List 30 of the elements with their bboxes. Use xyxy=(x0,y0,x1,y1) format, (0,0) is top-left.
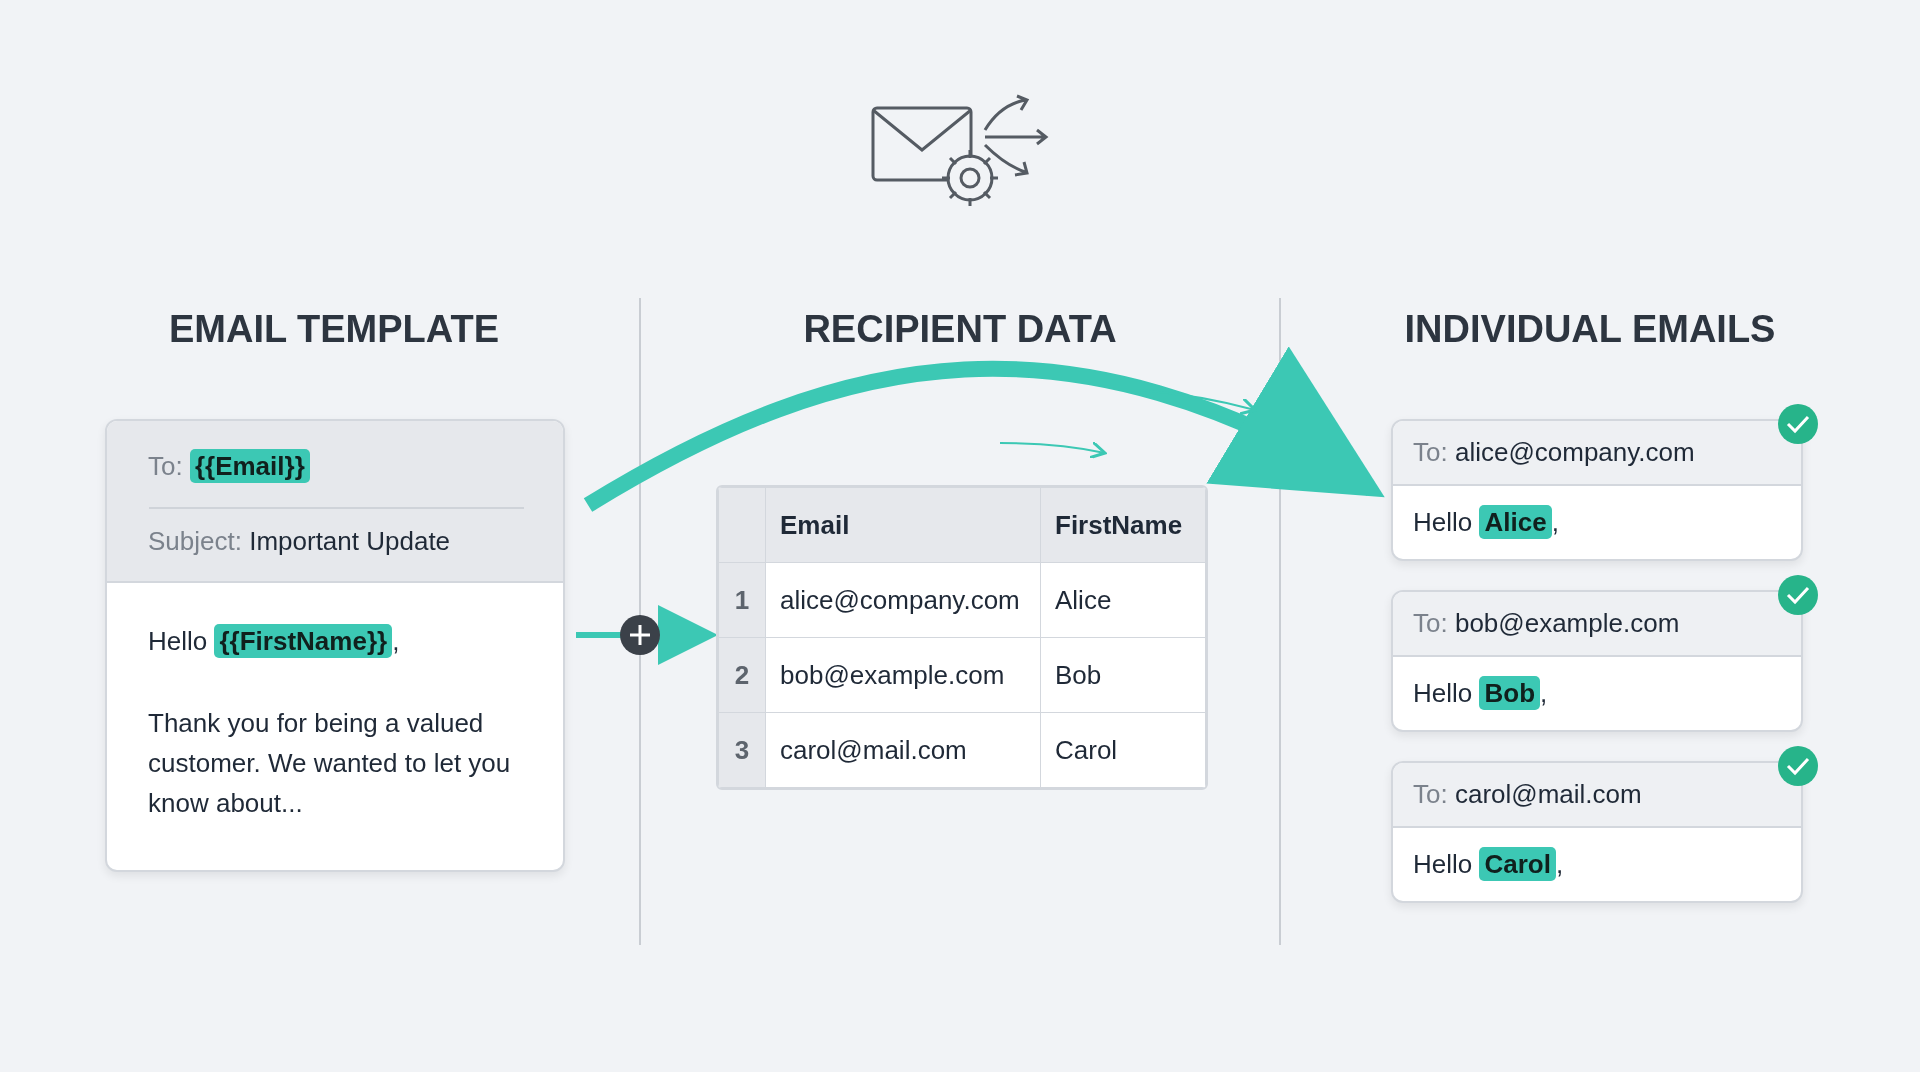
column-header: FirstName xyxy=(1040,487,1206,563)
row-number: 1 xyxy=(718,562,766,638)
table-cell: bob@example.com xyxy=(765,637,1041,713)
table-cell: alice@company.com xyxy=(765,562,1041,638)
column-heading: RECIPIENT DATA xyxy=(802,308,1118,351)
template-card xyxy=(105,419,565,872)
greeting-line: Hello {{FirstName}}, xyxy=(148,626,400,657)
row-number: 3 xyxy=(718,712,766,788)
email-card xyxy=(1391,590,1803,732)
table-cell: Alice xyxy=(1040,562,1206,638)
to-line: To: carol@mail.com xyxy=(1413,779,1642,810)
greeting-line: Hello Carol, xyxy=(1413,849,1564,880)
table-cell: carol@mail.com xyxy=(765,712,1041,788)
to-line: To: {{Email}} xyxy=(148,451,310,482)
greeting-line: Hello Bob, xyxy=(1413,678,1548,709)
table-cell: Carol xyxy=(1040,712,1206,788)
email-card xyxy=(1391,419,1803,561)
arrow xyxy=(584,349,1385,512)
subject-line: Subject: Important Update xyxy=(148,526,451,557)
data-table xyxy=(716,485,1208,790)
column-heading: INDIVIDUAL EMAILS xyxy=(1403,308,1777,351)
column-header: Email xyxy=(765,487,1041,563)
to-line: To: alice@company.com xyxy=(1413,437,1695,468)
row-number: 2 xyxy=(718,637,766,713)
body-text: Thank you for being a valued customer. We wanted to let you know about... xyxy=(148,707,512,820)
column-heading: EMAIL TEMPLATE xyxy=(167,308,500,351)
email-card xyxy=(1391,761,1803,903)
table-cell: Bob xyxy=(1040,637,1206,713)
greeting-line: Hello Alice, xyxy=(1413,507,1559,538)
to-line: To: bob@example.com xyxy=(1413,608,1680,639)
